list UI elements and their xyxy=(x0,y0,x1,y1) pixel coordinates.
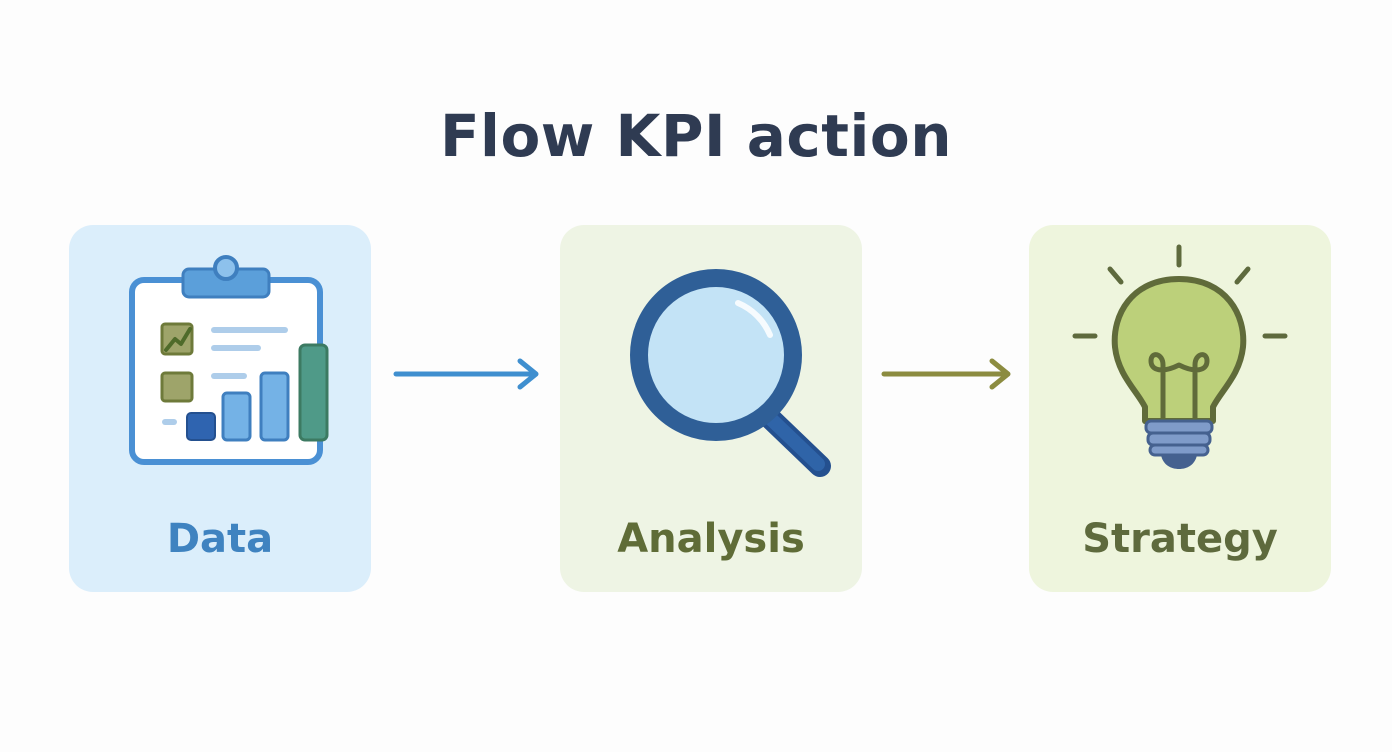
magnifying-glass-icon xyxy=(630,269,831,477)
clipboard-chart-icon xyxy=(129,255,329,465)
arrow-right-icon xyxy=(881,358,1011,390)
step-card-strategy: Strategy xyxy=(1029,225,1331,592)
step-card-analysis: Analysis xyxy=(560,225,862,592)
arrow-right-icon xyxy=(393,358,539,390)
step-label-analysis: Analysis xyxy=(617,516,805,562)
step-card-data: Data xyxy=(69,225,371,592)
lightbulb-icon xyxy=(1072,244,1288,469)
step-label-data: Data xyxy=(166,516,274,562)
step-label-strategy: Strategy xyxy=(1082,516,1278,562)
diagram-title: Flow KPI action xyxy=(439,102,953,170)
